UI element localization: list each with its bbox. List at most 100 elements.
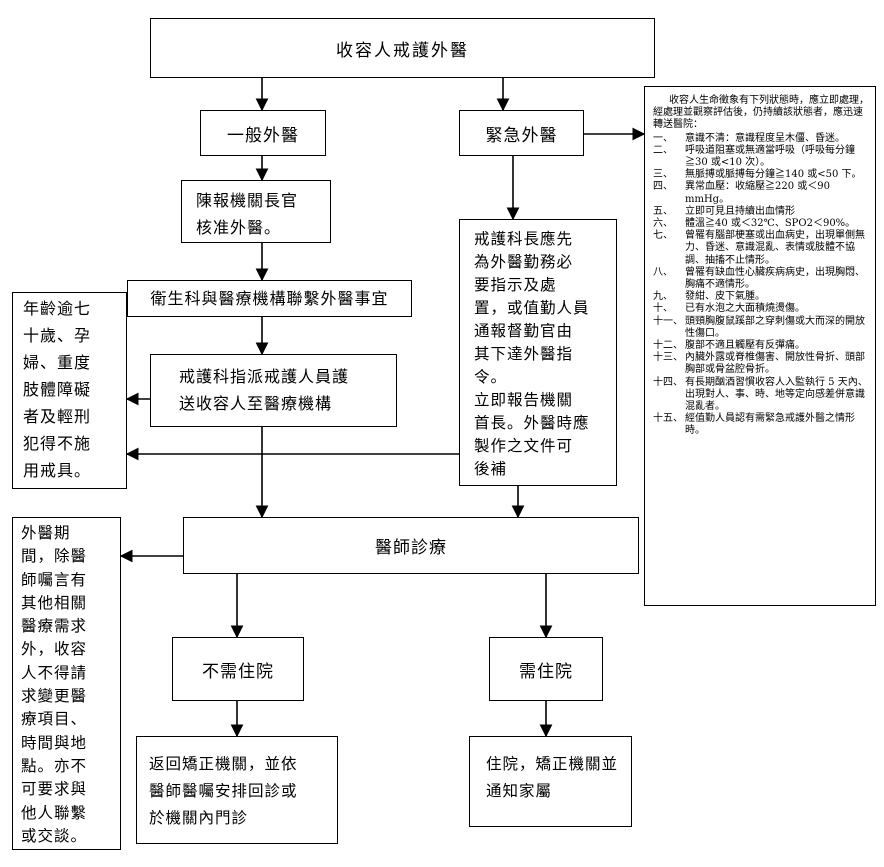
restraint-note-line: 十歲、孕 [23, 326, 92, 345]
no-hospital-box: 不需住院 [172, 637, 304, 701]
restraint-note-line: 肢體障礙 [23, 380, 92, 399]
criteria-item: 十五、經值勤人員認有需緊急戒護外醫之情形時。 [653, 413, 869, 437]
medical-note-line: 外，收容 [21, 640, 88, 659]
criteria-item-number: 一、 [653, 132, 673, 144]
criteria-item: 十二、腹部不適且觸壓有反彈痛。 [653, 340, 869, 352]
criteria-item-text: 立即可見且持續出血情形 [685, 205, 795, 217]
criteria-item-text: 呼吸道阻塞或無適當呼吸（呼吸每分鐘≧30 或<10 次）。 [685, 144, 855, 169]
diagnosis-box: 醫師診療 [183, 517, 639, 574]
criteria-item-text: 曾罹有腦部梗塞或出血病史，出現單側無力、昏迷、意識混亂、表情或肢體不協調、抽搐不… [685, 230, 865, 266]
criteria-item-text: 經值勤人員認有需緊急戒護外醫之情形時。 [685, 413, 855, 437]
criteria-item-number: 七、 [653, 230, 673, 242]
instruction-line: 立即報告機關 [474, 391, 574, 409]
criteria-item-number: 十、 [653, 303, 673, 315]
admitted-line: 住院，矯正機關並 [486, 755, 619, 773]
diagnosis-text: 醫師診療 [375, 538, 447, 558]
criteria-item-number: 六、 [653, 218, 673, 230]
medical-note-line: 間，除醫 [21, 547, 88, 566]
criteria-item: 十三、內臟外露或脊椎傷害、開放性骨折、頭部胸部或骨盆腔骨折。 [653, 352, 869, 376]
medical-note-line: 療項目、 [21, 710, 88, 729]
emergency-text: 緊急外醫 [485, 125, 558, 146]
criteria-item-number: 十三、 [653, 352, 683, 364]
medical-note-line: 時間與地 [21, 733, 88, 752]
medical-note-line: 點。亦不 [21, 756, 88, 775]
criteria-item: 二、呼吸道阻塞或無適當呼吸（呼吸每分鐘≧30 或<10 次）。 [653, 145, 869, 169]
criteria-item: 五、立即可見且持續出血情形 [653, 206, 869, 218]
criteria-box: 收容人生命徵象有下列狀態時，應立即處理，經處理並觀察評估後，仍持續該狀態者，應迅… [644, 86, 876, 606]
criteria-item-text: 意識不清：意識程度呈木僵、昏迷。 [685, 132, 845, 144]
criteria-item: 八、曾罹有缺血性心臟疾病病史，出現胸悶、胸痛不適情形。 [653, 267, 869, 291]
instruction-line: 令。 [474, 368, 508, 386]
title-text: 收容人戒護外醫 [336, 40, 469, 61]
return-line: 返回矯正機關，並依 [149, 755, 298, 773]
criteria-item: 三、無脈搏或脈搏每分鐘≧140 或<50 下。 [653, 169, 869, 181]
medical-note-box: 外醫期 間，除醫 師囑言有 其他相關 醫療需求 外，收容 人不得請 求變更醫 療… [12, 517, 121, 850]
instruction-line: 置，或值勤人員 [474, 299, 590, 317]
restraint-note-box: 年齡逾七 十歲、孕 婦、重度 肢體障礙 者及輕刑 犯得不施 用戒具。 [12, 292, 127, 489]
criteria-item-text: 已有水泡之大面積燒燙傷。 [685, 303, 805, 315]
criteria-item-number: 十一、 [653, 315, 683, 327]
report-approval-line: 核准外醫。 [196, 218, 282, 237]
criteria-item-number: 三、 [653, 169, 673, 181]
title-box: 收容人戒護外醫 [150, 18, 655, 78]
criteria-item-text: 腹部不適且觸壓有反彈痛。 [685, 340, 805, 352]
medical-note-line: 求變更醫 [21, 687, 88, 706]
return-line: 醫師醫囑安排回診或 [149, 782, 298, 800]
dispatch-box: 戒護科指派戒護人員護 送收容人至醫療機構 [150, 354, 397, 427]
medical-note-line: 醫療需求 [21, 617, 88, 636]
medical-note-line: 師囑言有 [21, 570, 88, 589]
criteria-item: 四、異常血壓：收縮壓≧220 或＜90 mmHg。 [653, 181, 869, 205]
admitted-box: 住院，矯正機關並 通知家屬 [469, 736, 632, 827]
hospital-box: 需住院 [489, 637, 603, 701]
instruction-line: 首長。外醫時應 [474, 414, 590, 432]
dispatch-line: 戒護科指派戒護人員護 [179, 367, 350, 386]
instruction-line: 製作之文件可 [474, 437, 574, 455]
no-hospital-text: 不需住院 [202, 661, 274, 682]
hospital-text: 需住院 [519, 661, 573, 682]
criteria-item: 六、體溫≧40 或＜32℃、SPO2＜90%。 [653, 218, 869, 230]
admitted-line: 通知家屬 [486, 782, 553, 800]
general-box: 一般外醫 [200, 110, 326, 156]
medical-note-line: 可要求與 [21, 780, 88, 799]
restraint-note-line: 犯得不施 [23, 434, 92, 453]
criteria-item-number: 四、 [653, 181, 673, 193]
criteria-list: 一、意識不清：意識程度呈木僵、昏迷。二、呼吸道阻塞或無適當呼吸（呼吸每分鐘≧30… [653, 133, 869, 438]
criteria-item: 十一、頭頸胸腹鼠蹊部之穿刺傷或大而深的開放性傷口。 [653, 316, 869, 340]
restraint-note-line: 年齡逾七 [23, 299, 92, 318]
criteria-item-number: 八、 [653, 266, 673, 278]
emergency-instructions-box: 戒護科長應先 為外醫勤務必 要指示及處 置，或值勤人員 通報督勤官由 其下達外醫… [459, 219, 617, 486]
general-text: 一般外醫 [227, 125, 299, 146]
health-section-box: 衛生科與醫療機構聯繫外醫事宜 [127, 280, 412, 317]
restraint-note-line: 者及輕刑 [23, 407, 92, 426]
health-section-text: 衛生科與醫療機構聯繫外醫事宜 [150, 289, 389, 308]
restraint-note-line: 用戒具。 [23, 461, 92, 480]
instruction-line: 其下達外醫指 [474, 345, 574, 363]
medical-note-line: 或交談。 [21, 826, 88, 845]
instruction-line: 戒護科長應先 [474, 230, 574, 248]
instruction-line: 要指示及處 [474, 276, 557, 294]
criteria-item-text: 無脈搏或脈搏每分鐘≧140 或<50 下。 [685, 169, 862, 181]
instruction-line: 後補 [474, 460, 508, 478]
criteria-item-text: 內臟外露或脊椎傷害、開放性骨折、頭部胸部或骨盆腔骨折。 [685, 352, 865, 376]
criteria-item-text: 體溫≧40 或＜32℃、SPO2＜90%。 [685, 218, 856, 230]
criteria-item: 七、曾罹有腦部梗塞或出血病史，出現單側無力、昏迷、意識混亂、表情或肢體不協調、抽… [653, 230, 869, 267]
criteria-item-text: 曾罹有缺血性心臟疾病病史，出現胸悶、胸痛不適情形。 [685, 266, 865, 291]
medical-note-line: 他人聯繫 [21, 803, 88, 822]
criteria-item: 十、已有水泡之大面積燒燙傷。 [653, 303, 869, 315]
return-line: 於機關內門診 [149, 809, 249, 827]
criteria-item: 十四、有長期酗酒習慣收容人入監執行 5 天內、出現對人、事、時、地等定向感差併意… [653, 377, 869, 414]
report-approval-box: 陳報機關長官 核准外醫。 [181, 180, 331, 243]
dispatch-line: 送收容人至醫療機構 [179, 394, 333, 413]
criteria-item-number: 二、 [653, 144, 673, 156]
restraint-note-line: 婦、重度 [23, 353, 92, 372]
medical-note-line: 人不得請 [21, 663, 88, 682]
criteria-item-text: 有長期酗酒習慣收容人入監執行 5 天內、出現對人、事、時、地等定向感差併意識混亂… [685, 376, 868, 413]
criteria-item-text: 異常血壓：收縮壓≧220 或＜90 mmHg。 [685, 181, 830, 205]
criteria-item: 九、發紺、皮下氣腫。 [653, 291, 869, 303]
medical-note-line: 外醫期 [21, 524, 71, 542]
instruction-line: 為外醫勤務必 [474, 253, 574, 271]
criteria-item-text: 頭頸胸腹鼠蹊部之穿刺傷或大而深的開放性傷口。 [685, 315, 865, 339]
report-approval-line: 陳報機關長官 [196, 191, 299, 210]
emergency-box: 緊急外醫 [459, 110, 584, 156]
